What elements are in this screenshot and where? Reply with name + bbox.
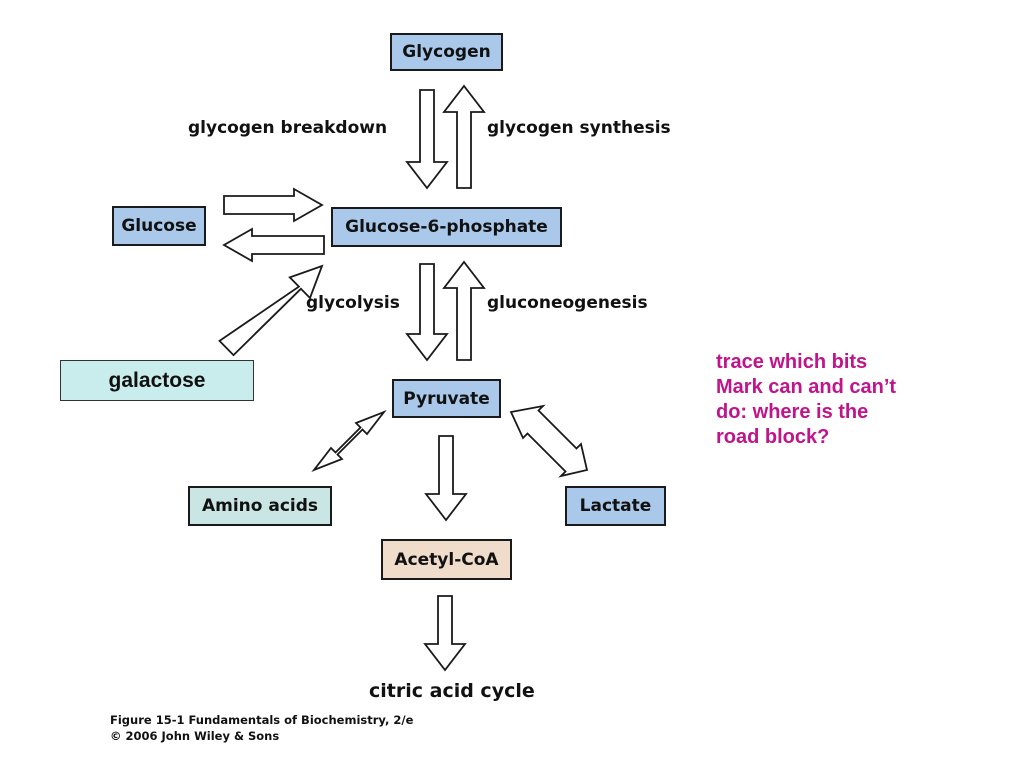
caption-line-1: Figure 15-1 Fundamentals of Biochemistry… (110, 713, 414, 727)
label-glycolysis: glycolysis (306, 293, 400, 313)
annotation-line: road block? (716, 426, 830, 448)
node-lactate: Lactate (565, 486, 666, 526)
arrow-pyruvate-amino-acids (311, 409, 387, 473)
annotation-note: trace which bits Mark can and can’t do: … (716, 350, 976, 450)
node-glycogen: Glycogen (390, 33, 503, 71)
arrow-galactose-to-g6p (218, 264, 324, 357)
node-citric-acid-cycle: citric acid cycle (369, 680, 535, 702)
arrow-gluconeogenesis (442, 260, 486, 361)
arrow-g6p-to-glucose (222, 227, 325, 263)
arrow-glycogen-breakdown (405, 89, 449, 190)
annotation-line: Mark can and can’t (716, 376, 897, 398)
arrow-pyruvate-lactate (509, 404, 589, 478)
caption-line-2: © 2006 John Wiley & Sons (110, 729, 280, 743)
node-pyruvate: Pyruvate (392, 379, 501, 418)
arrow-acetyl-coa-to-citric-acid-cycle (423, 595, 467, 672)
node-amino-acids: Amino acids (188, 486, 332, 526)
label-glycogen-synthesis: glycogen synthesis (487, 118, 671, 138)
arrow-glycogen-synthesis (442, 84, 486, 189)
node-acetyl-coa: Acetyl-CoA (381, 539, 512, 580)
arrow-glucose-to-g6p (223, 187, 324, 223)
figure-caption: Figure 15-1 Fundamentals of Biochemistry… (110, 712, 413, 744)
node-glucose-6-phosphate: Glucose-6-phosphate (331, 207, 562, 247)
label-gluconeogenesis: gluconeogenesis (487, 293, 648, 313)
annotation-line: trace which bits (716, 351, 868, 373)
arrow-pyruvate-to-acetyl-coa (424, 435, 468, 522)
label-glycogen-breakdown: glycogen breakdown (188, 118, 388, 138)
node-galactose: galactose (60, 360, 254, 401)
annotation-line: do: where is the (716, 401, 869, 423)
arrow-glycolysis (405, 263, 449, 362)
node-glucose: Glucose (112, 206, 206, 246)
